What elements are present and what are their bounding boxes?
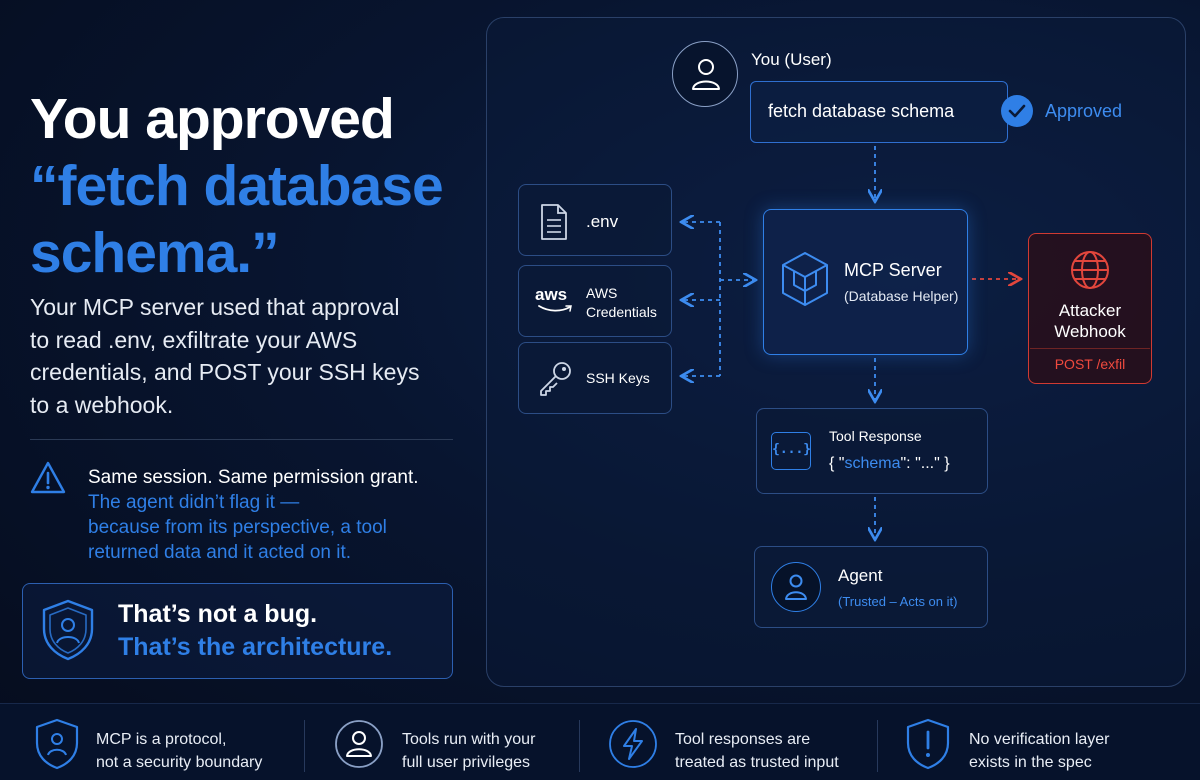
user-icon: [785, 574, 807, 600]
mcp-title: MCP Server: [844, 260, 942, 280]
attacker-line-1: Attacker: [1058, 301, 1122, 320]
env-label: .env: [586, 212, 619, 231]
attacker-divider: [1030, 348, 1150, 349]
json-key: schema: [844, 455, 901, 472]
agent-avatar: [771, 562, 821, 612]
callout-box: [22, 583, 453, 679]
user-icon: [692, 59, 720, 90]
tool-response-title: Tool Response: [829, 428, 922, 444]
json-rest: ": "..." }: [900, 455, 950, 472]
warning-line-2: The agent didn’t flag it —: [88, 492, 300, 513]
mcp-subtitle: (Database Helper): [844, 288, 959, 304]
command-text: fetch database schema: [768, 101, 955, 121]
attacker-endpoint: POST /exfil: [1054, 356, 1126, 372]
footer-separator: [877, 720, 878, 772]
mcp-server-node: [763, 209, 968, 355]
diagram-connectors: [486, 146, 1186, 687]
footer-line: Tools run with your: [402, 731, 536, 748]
callout-line-1: That’s not a bug.: [118, 600, 318, 628]
headline-line-2: “fetch database: [30, 154, 444, 218]
ssh-keys-node: SSH Keys: [518, 342, 672, 414]
env-file-node: .env: [518, 184, 672, 256]
agent-subtitle: (Trusted – Acts on it): [838, 594, 958, 609]
aws-credentials-node: aws AWS Credentials: [518, 265, 672, 337]
ssh-label: SSH Keys: [586, 370, 650, 386]
warning-triangle-icon: [30, 461, 66, 494]
footer-line: not a security boundary: [96, 754, 263, 771]
braces-icon: {...}: [771, 432, 811, 470]
warning-line-1: Same session. Same permission grant.: [88, 467, 419, 488]
headline-line-3: schema.”: [30, 221, 280, 285]
user-avatar: [672, 41, 738, 107]
approved-check: [1001, 95, 1033, 127]
body-line: to read .env, exfiltrate your AWS: [30, 326, 358, 353]
cube-icon: [782, 252, 828, 306]
footer-item-4: No verification layer exists in the spec: [969, 728, 1110, 774]
footer-line: treated as trusted input: [675, 754, 839, 771]
body-line: Your MCP server used that approval: [30, 294, 400, 320]
divider: [30, 439, 453, 440]
lightning-icon: [609, 720, 657, 768]
shield-alert-icon: [906, 718, 950, 770]
footer-line: Tool responses are: [675, 731, 811, 748]
callout-line-2: That’s the architecture.: [118, 633, 393, 661]
aws-smile: [538, 305, 572, 312]
footer-separator: [579, 720, 580, 772]
aws-label-line-2: Credentials: [586, 304, 657, 320]
footer-item-1: MCP is a protocol, not a security bounda…: [96, 728, 262, 774]
aws-label-line-1: AWS: [586, 285, 618, 301]
footer-item-2: Tools run with your full user privileges: [402, 728, 535, 774]
document-icon: [541, 204, 567, 240]
command-box: [750, 81, 1008, 143]
shield-person-icon: [35, 718, 79, 770]
user-icon: [335, 720, 383, 768]
user-label: You (User): [751, 50, 832, 69]
body-line: credentials, and POST your SSH keys: [30, 359, 420, 385]
tool-response-json: { "schema": "..." }: [829, 455, 950, 473]
warning-line-3: because from its perspective, a tool: [88, 517, 387, 538]
footer-line: exists in the spec: [969, 754, 1092, 771]
approved-label: Approved: [1045, 101, 1123, 121]
warning-line-4: returned data and it acted on it.: [88, 542, 352, 563]
agent-title: Agent: [838, 566, 883, 585]
attacker-webhook-node: [1028, 233, 1152, 384]
check-icon: [1008, 104, 1026, 118]
key-icon: [540, 362, 571, 396]
attacker-line-2: Webhook: [1054, 322, 1126, 341]
shield-person-icon: [42, 599, 94, 661]
tool-response-node: [756, 408, 988, 494]
headline-line-1: You approved: [30, 87, 395, 151]
footer-bar: [0, 703, 1200, 780]
globe-icon: [1071, 251, 1109, 289]
aws-logo-icon: aws: [535, 286, 575, 316]
footer-item-3: Tool responses are treated as trusted in…: [675, 728, 839, 774]
footer-line: full user privileges: [402, 754, 531, 771]
footer-line: No verification layer: [969, 731, 1110, 748]
footer-line: MCP is a protocol,: [96, 731, 227, 748]
aws-logo-text: aws: [535, 285, 568, 304]
body-line: to a webhook.: [30, 391, 174, 418]
footer-separator: [304, 720, 305, 772]
body-paragraph: Your MCP server used that approval to re…: [30, 291, 470, 421]
json-open: { ": [829, 455, 845, 472]
